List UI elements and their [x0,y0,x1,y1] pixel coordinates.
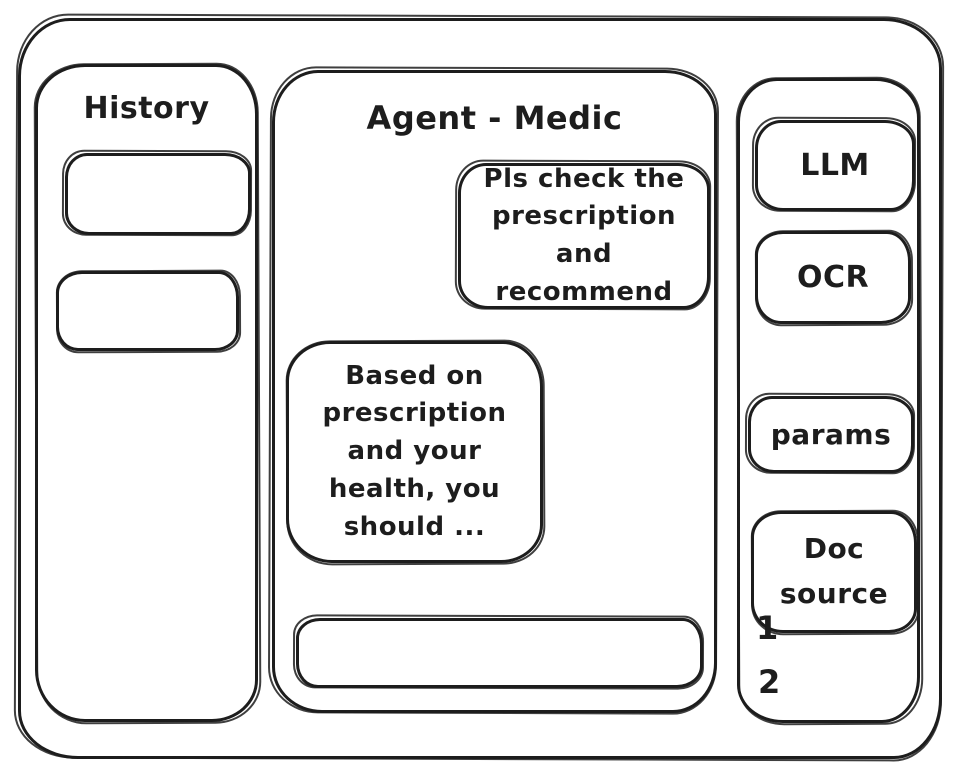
message-input[interactable] [299,621,700,685]
history-panel-title: History [83,91,210,126]
user-message-bubble: Pls check the prescription and recommend [458,163,710,309]
message-input-box [296,618,703,688]
history-panel: History [35,64,258,722]
doc-source-item-2[interactable]: 2 [758,663,781,701]
tools-panel: LLM OCR params Doc source 1 2 [737,78,920,723]
params-button[interactable]: params [748,396,914,473]
llm-button[interactable]: LLM [755,120,915,211]
chat-panel: Agent - Medic Pls check the prescription… [272,70,717,713]
ocr-button[interactable]: OCR [755,231,911,324]
history-item[interactable] [65,153,251,235]
doc-source-button[interactable]: Doc source [751,511,917,633]
history-item[interactable] [56,271,239,351]
chat-panel-title: Agent - Medic [366,99,623,137]
assistant-message-bubble: Based on prescription and your health, y… [286,341,543,563]
doc-source-item-1[interactable]: 1 [756,609,779,647]
